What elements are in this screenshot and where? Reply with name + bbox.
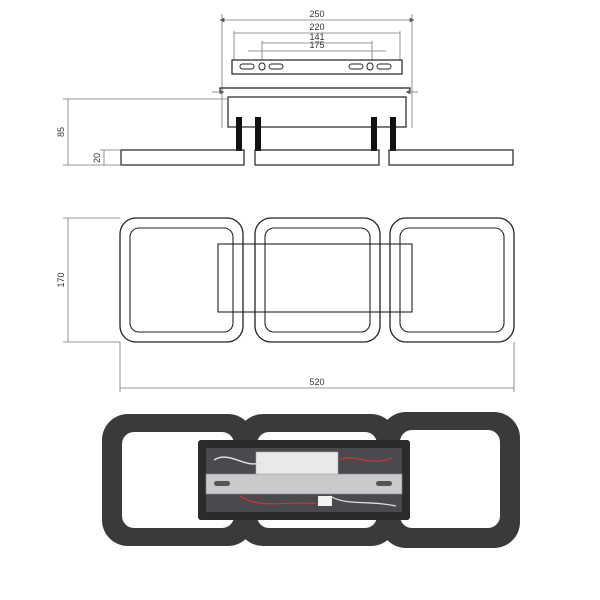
photo-connector: [318, 496, 332, 506]
frame-side-2: [254, 149, 380, 166]
dim-label-250: 250: [309, 9, 324, 19]
frame-side-1: [120, 149, 245, 166]
frame-front-1-inner: [129, 227, 234, 333]
frame-side-3: [388, 149, 514, 166]
photo-wire-4: [329, 495, 397, 507]
frame-front-2-inner: [264, 227, 371, 333]
photo-wire-1: [213, 456, 263, 465]
mounting-plate: [231, 59, 403, 75]
plate-slot-1: [239, 63, 255, 70]
suspension-rod-3: [371, 117, 377, 151]
dim-label-141: 141: [309, 32, 324, 42]
front-view: 170 520: [56, 217, 515, 392]
canopy-box: [227, 96, 407, 128]
photo-plate-slot-2: [376, 481, 392, 486]
dim-label-520: 520: [309, 377, 324, 387]
photo-wire-2: [339, 457, 393, 463]
photo-mounting-plate: [205, 473, 403, 495]
frame-front-3-outer: [389, 217, 515, 343]
photo-led-driver: [255, 451, 339, 475]
dim-label-85: 85: [56, 127, 66, 137]
plate-slot-3: [348, 63, 364, 70]
photo-frame-3-hole: [400, 430, 500, 528]
suspension-rod-1: [236, 117, 242, 151]
canopy-front: [217, 243, 413, 313]
frame-front-3-inner: [399, 227, 505, 333]
plate-hole-2: [366, 62, 374, 71]
side-view: 250 220 141 175: [56, 9, 514, 166]
dim-label-170: 170: [56, 272, 66, 287]
canopy-top-edge: [219, 87, 411, 92]
suspension-rod-2: [255, 117, 261, 151]
photo-wire-3: [239, 495, 321, 505]
plate-slot-4: [376, 63, 392, 70]
product-photo-back: [102, 412, 520, 548]
plate-hole-1: [258, 62, 266, 71]
dim-label-175: 175: [309, 40, 324, 50]
dim-label-220: 220: [309, 22, 324, 32]
plate-slot-2: [268, 63, 284, 70]
photo-plate-slot-1: [214, 481, 230, 486]
frame-front-1-outer: [119, 217, 244, 343]
frame-front-2-outer: [254, 217, 381, 343]
suspension-rod-4: [390, 117, 396, 151]
dim-label-20: 20: [92, 153, 102, 163]
